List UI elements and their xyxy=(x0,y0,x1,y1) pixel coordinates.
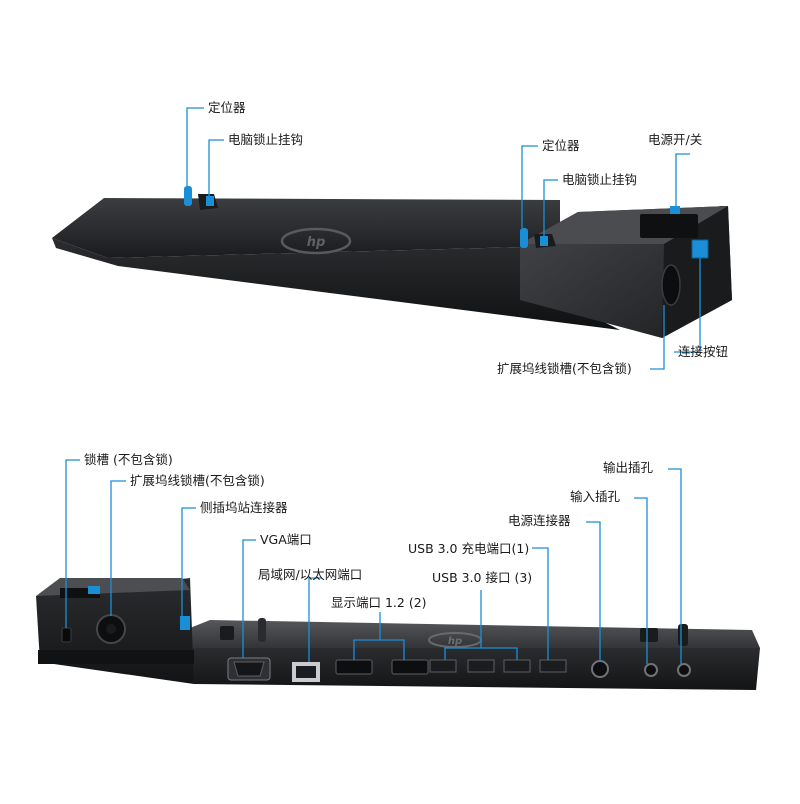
svg-text:hp: hp xyxy=(448,636,462,647)
label-dock-lock-slot-top: 扩展坞线锁槽(不包含锁) xyxy=(497,361,632,376)
svg-text:hp: hp xyxy=(307,235,326,250)
vga-port xyxy=(227,657,271,681)
rear-top-surface xyxy=(190,620,760,648)
label-connect-button: 连接按钮 xyxy=(678,344,729,359)
label-displayport: 显示端口 1.2 (2) xyxy=(331,595,427,610)
rear-locator-right xyxy=(640,628,658,642)
rear-view-callouts xyxy=(65,459,682,664)
displayport-2 xyxy=(391,659,429,675)
lock-slot xyxy=(61,627,72,643)
label-locator-left: 定位器 xyxy=(208,100,246,115)
label-power-connector: 电源连接器 xyxy=(508,513,571,528)
audio-in-jack xyxy=(644,663,658,677)
locator-pin-left xyxy=(184,186,192,206)
dock-top-surface xyxy=(52,198,560,258)
dock-front-edge xyxy=(52,238,620,330)
label-side-connector: 侧插坞站连接器 xyxy=(200,500,288,515)
audio-out-jack xyxy=(677,663,691,677)
usb-charge-port xyxy=(539,659,567,673)
rear-hook-left xyxy=(258,618,266,642)
dock-top-view: hp xyxy=(52,186,732,338)
top-view-callouts xyxy=(186,107,701,370)
dock-rear-view: hp xyxy=(36,578,760,690)
power-switch[interactable] xyxy=(640,214,698,238)
label-lan: 局域网/以太网端口 xyxy=(258,567,363,582)
usb3-port-3 xyxy=(503,659,531,673)
label-power: 电源开/关 xyxy=(648,132,703,147)
label-lock-slot: 锁槽 (不包含锁) xyxy=(84,452,173,467)
dock-lock-slot-hole xyxy=(661,264,681,306)
label-usb3: USB 3.0 接口 (3) xyxy=(432,570,533,585)
rear-locator-left xyxy=(220,626,234,640)
displayport-1 xyxy=(335,659,373,675)
label-hook-right: 电脑锁止挂钩 xyxy=(562,172,638,187)
label-vga: VGA端口 xyxy=(260,532,312,547)
lan-port xyxy=(292,662,320,682)
rear-hook-right xyxy=(678,624,688,646)
hp-logo xyxy=(280,227,352,255)
label-locator-right: 定位器 xyxy=(542,138,580,153)
label-usb-charge: USB 3.0 充电端口(1) xyxy=(408,541,530,556)
usb3-port-2 xyxy=(467,659,495,673)
label-hook-left: 电脑锁止挂钩 xyxy=(228,132,304,147)
locator-pin-right xyxy=(520,228,528,248)
label-dock-lock-slot-rear: 扩展坞线锁槽(不包含锁) xyxy=(130,473,265,488)
label-audio-out: 输出插孔 xyxy=(603,460,654,475)
label-audio-in: 输入插孔 xyxy=(570,489,621,504)
usb3-port-1 xyxy=(429,659,457,673)
power-connector xyxy=(591,660,609,678)
side-connector xyxy=(180,616,190,630)
